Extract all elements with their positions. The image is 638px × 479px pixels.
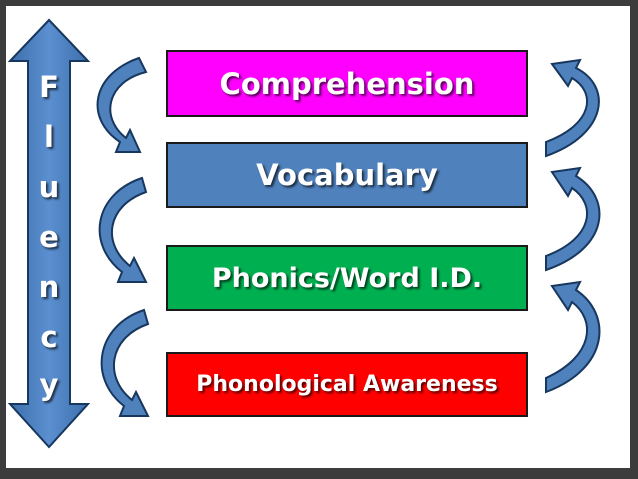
comprehension-box: Comprehension	[166, 50, 528, 117]
diagram-arrows	[7, 18, 601, 449]
fluency-letter-l: l	[44, 120, 54, 154]
fluency-letter-n: n	[38, 270, 60, 304]
phonological-awareness-box: Phonological Awareness	[166, 352, 528, 417]
left-curved-arrow-3	[100, 308, 150, 417]
right-curved-arrow-3	[545, 280, 601, 394]
left-curved-arrow-1	[96, 56, 148, 153]
right-curved-arrow-2	[545, 166, 601, 272]
right-curved-arrow-1	[545, 58, 600, 158]
fluency-letter-y: y	[39, 368, 59, 402]
left-curved-arrow-2	[98, 176, 148, 283]
slide-canvas: F l u e n c y Comprehension Vocabulary P…	[6, 6, 630, 468]
fluency-double-arrow	[7, 18, 91, 449]
fluency-letter-f: F	[39, 70, 59, 104]
fluency-letter-u: u	[38, 170, 60, 204]
fluency-letter-c: c	[40, 320, 58, 354]
vocabulary-box: Vocabulary	[166, 142, 528, 208]
fluency-letter-e: e	[39, 220, 59, 254]
phonics-box: Phonics/Word I.D.	[166, 245, 528, 311]
